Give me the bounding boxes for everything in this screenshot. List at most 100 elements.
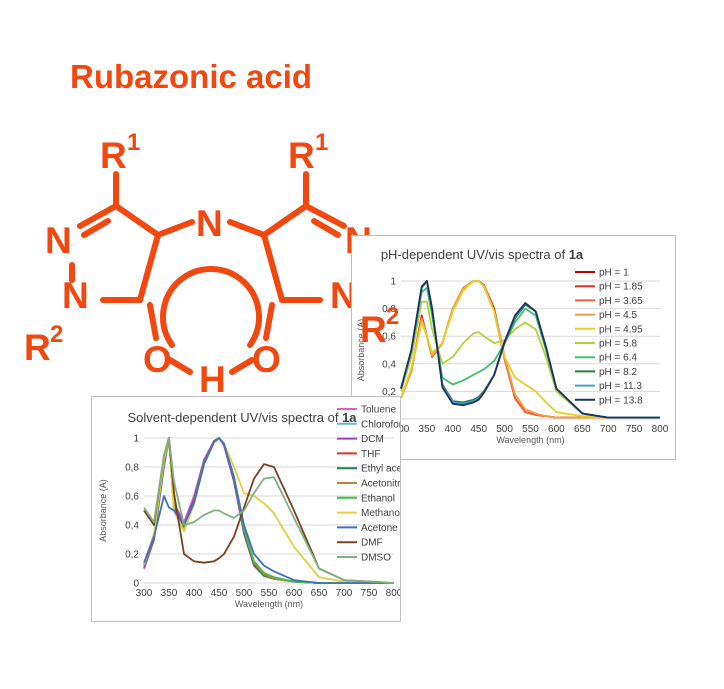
y-tick-label: 1: [133, 434, 139, 445]
y-tick-label: 0: [133, 579, 139, 590]
legend-label: pH = 8.2: [599, 367, 638, 378]
svg-text:1: 1: [315, 129, 328, 156]
x-tick-label: 650: [574, 424, 591, 435]
atom-label: N: [62, 275, 89, 316]
solvent-chart-panel: Solvent-dependent UV/vis spectra of 1a 0 0…: [91, 396, 401, 622]
bond: [147, 302, 159, 341]
x-tick-label: 500: [236, 588, 253, 599]
x-tick-label: 600: [286, 588, 303, 599]
series-line-8: [143, 437, 394, 584]
x-tick-label: 500: [496, 424, 513, 435]
svg-text:R: R: [360, 309, 387, 350]
svg-text:R: R: [288, 135, 315, 176]
bond: [303, 203, 347, 229]
bond: [167, 357, 193, 375]
atom-superscript: 1: [315, 129, 328, 156]
legend-label: pH = 13.8: [599, 395, 643, 406]
y-tick-label: 0,8: [125, 463, 139, 474]
bond: [113, 203, 161, 238]
y-tick-label: 0,2: [125, 550, 139, 561]
legend-label: DMSO: [361, 553, 391, 564]
x-tick-label: 550: [261, 588, 278, 599]
legend-label: Methanol: [361, 508, 400, 519]
series-line-10: [143, 437, 395, 584]
legend-label: pH = 1: [599, 268, 629, 279]
ph-chart-panel: pH-dependent UV/vis spectra of 1a00,20,4…: [351, 235, 676, 460]
x-tick-label: 300: [393, 424, 410, 435]
legend-label: Ethanol: [361, 493, 395, 504]
x-tick-label: 350: [161, 588, 178, 599]
x-tick-label: 700: [336, 588, 353, 599]
x-tick-label: 400: [186, 588, 203, 599]
svg-text:N: N: [45, 220, 72, 261]
legend-label: Chloroform: [361, 419, 400, 430]
bond: [155, 219, 195, 238]
legend-label: pH = 1.85: [599, 282, 643, 293]
chart-title: Solvent-dependent UV/vis spectra of 1a: [127, 410, 357, 425]
legend-label: pH = 11.3: [599, 381, 642, 392]
x-tick-label: 400: [444, 424, 461, 435]
delocalization-arc: [160, 266, 262, 348]
legend-label: Toluene: [361, 405, 396, 416]
atom-label: R: [288, 135, 315, 176]
series-line-5: [400, 300, 660, 419]
bond: [261, 203, 309, 238]
chart-title-bold: 1a: [342, 410, 357, 425]
x-tick-label: 600: [548, 424, 565, 435]
legend-label: pH = 5.8: [599, 339, 638, 350]
legend-label: pH = 3.65: [599, 296, 643, 307]
atom-superscript: 2: [386, 303, 399, 330]
legend-label: DCM: [361, 434, 384, 445]
x-tick-label: 750: [361, 588, 378, 599]
chart-title-bold: 1a: [569, 247, 584, 262]
x-tick-label: 650: [311, 588, 328, 599]
x-tick-label: 700: [600, 424, 617, 435]
legend-label: pH = 6.4: [599, 353, 638, 364]
x-tick-label: 750: [626, 424, 643, 435]
atom-label: R: [100, 135, 127, 176]
bond: [227, 219, 267, 238]
bond: [311, 218, 341, 238]
y-tick-label: 0,6: [125, 492, 139, 503]
svg-text:R: R: [100, 135, 127, 176]
svg-text:2: 2: [50, 321, 63, 348]
bond: [77, 203, 119, 229]
atom-superscript: 2: [50, 321, 63, 348]
atom-label: O: [252, 339, 281, 380]
x-tick-label: 350: [419, 424, 436, 435]
legend-label: Ethyl acetate: [361, 464, 400, 475]
x-tick-label: 550: [522, 424, 539, 435]
legend-label: Acetonitrile: [361, 479, 400, 490]
y-tick-label: 0,6: [382, 332, 396, 343]
chart-title-text: pH-dependent UV/vis spectra of: [381, 247, 569, 262]
chart-title-text: Solvent-dependent UV/vis spectra of: [127, 410, 342, 425]
y-axis-label: Absorbance (A): [98, 479, 108, 542]
bond: [261, 232, 285, 303]
svg-text:O: O: [252, 339, 281, 380]
atom-label: N: [196, 203, 223, 244]
svg-text:N: N: [62, 275, 89, 316]
bond: [137, 232, 161, 303]
x-tick-label: 300: [136, 588, 153, 599]
legend-label: DMF: [361, 538, 383, 549]
svg-text:2: 2: [386, 303, 399, 330]
svg-text:O: O: [143, 339, 172, 380]
atom-label: N: [45, 220, 72, 261]
x-axis-label: Wavelength (nm): [235, 599, 303, 609]
atom-label: H: [199, 359, 226, 400]
svg-text:R: R: [24, 327, 51, 368]
solvent-chart: Solvent-dependent UV/vis spectra of 1a 0 0…: [98, 405, 400, 610]
legend-label: THF: [361, 449, 380, 460]
page-title: Rubazonic acid: [70, 58, 313, 95]
svg-text:H: H: [199, 359, 226, 400]
x-axis-label: Wavelength (nm): [496, 435, 564, 445]
atom-label: R: [24, 327, 51, 368]
y-tick-label: 0,4: [382, 359, 396, 370]
bond: [263, 302, 275, 341]
y-axis-label: Absorbance (A): [356, 319, 366, 382]
x-tick-label: 800: [386, 588, 400, 599]
bond: [229, 357, 255, 375]
y-tick-label: 0,4: [125, 521, 139, 532]
